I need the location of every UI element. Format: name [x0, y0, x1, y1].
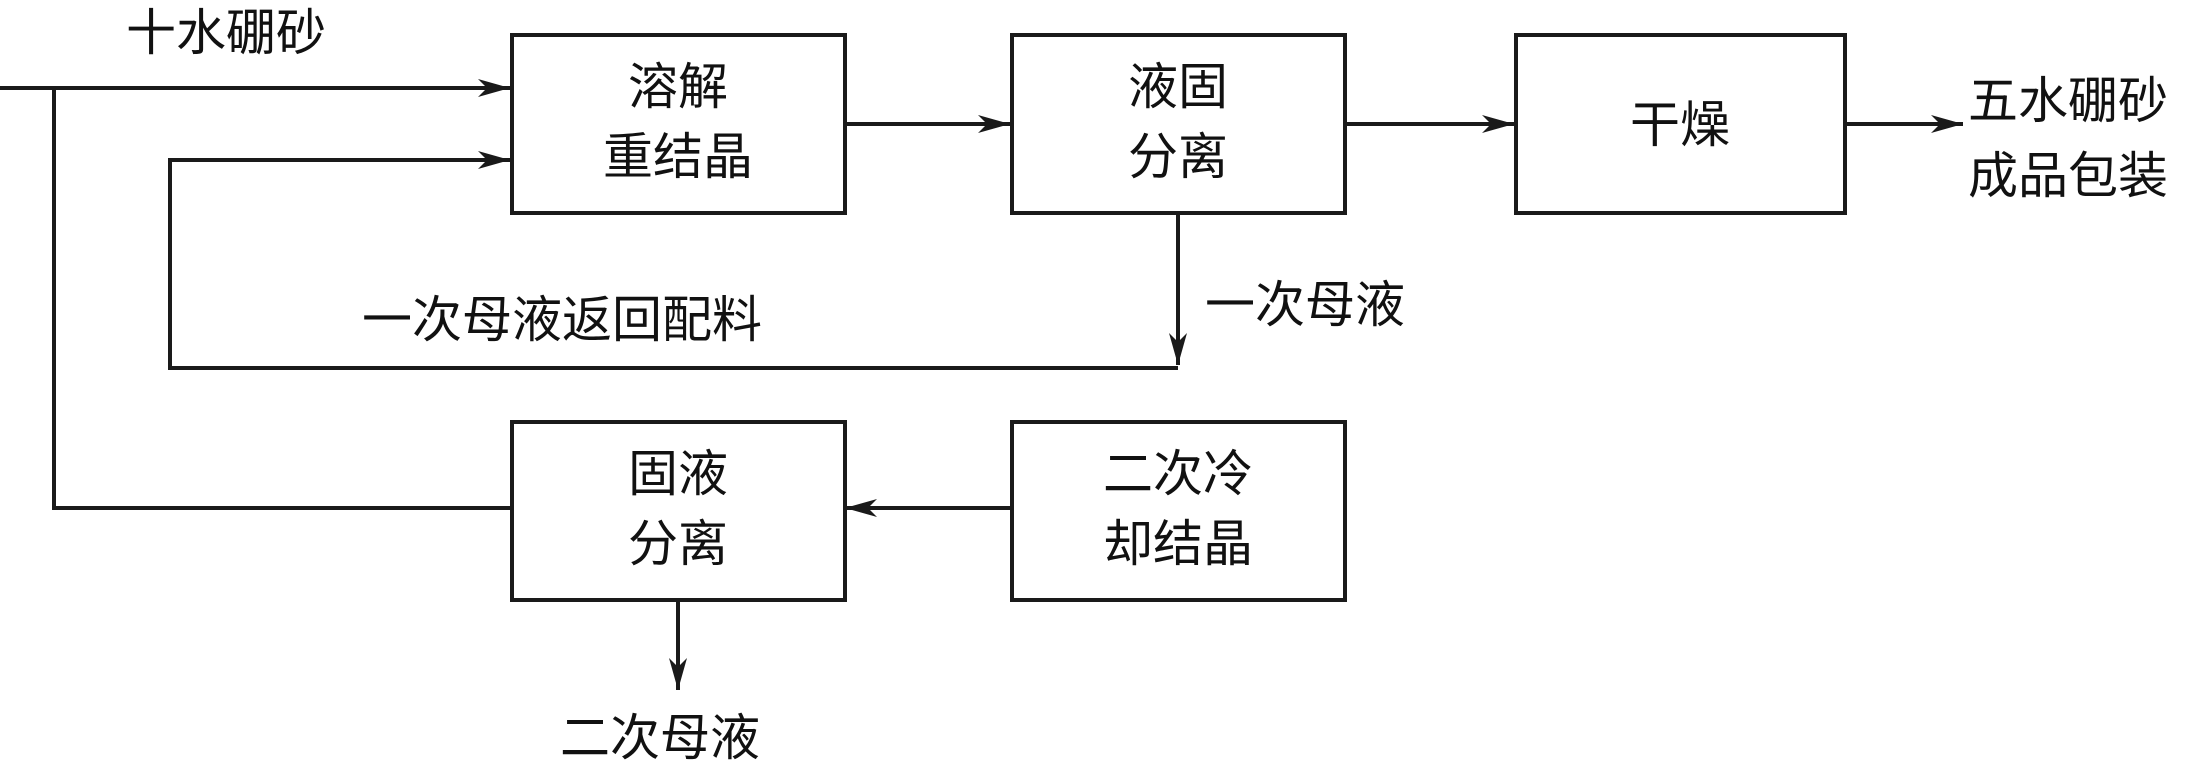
box-liquid-solid-separation: 液固 分离: [1010, 33, 1347, 215]
box-separation1-line1: 液固: [1128, 58, 1228, 116]
box-separation1-line2: 分离: [1128, 128, 1228, 186]
box-dissolve-recrystallize: 溶解 重结晶: [510, 33, 847, 215]
box-dissolve-line1: 溶解: [628, 58, 728, 116]
flow-lines: [0, 79, 1963, 690]
box-cooling-line2: 却结晶: [1103, 515, 1253, 573]
box-separation2-line2: 分离: [628, 515, 728, 573]
box-separation2-line1: 固液: [628, 445, 728, 503]
primary-mother-liquor-label: 一次母液: [1205, 276, 1405, 334]
bypass-line: [52, 88, 510, 510]
return-loop-line: [168, 151, 1178, 370]
secondary-mother-liquor-label: 二次母液: [560, 709, 760, 767]
output-label-line2: 成品包装: [1968, 147, 2168, 205]
box-solid-liquid-separation: 固液 分离: [510, 420, 847, 602]
input-label: 十水硼砂: [126, 4, 326, 62]
box-cooling-line1: 二次冷: [1103, 445, 1253, 503]
return-to-batching-label: 一次母液返回配料: [362, 291, 762, 349]
box-drying: 干燥: [1514, 33, 1847, 215]
box-secondary-cooling-crystallization: 二次冷 却结晶: [1010, 420, 1347, 602]
box-drying-line1: 干燥: [1630, 96, 1730, 154]
box-dissolve-line2: 重结晶: [603, 128, 753, 186]
output-label-line1: 五水硼砂: [1968, 72, 2168, 130]
